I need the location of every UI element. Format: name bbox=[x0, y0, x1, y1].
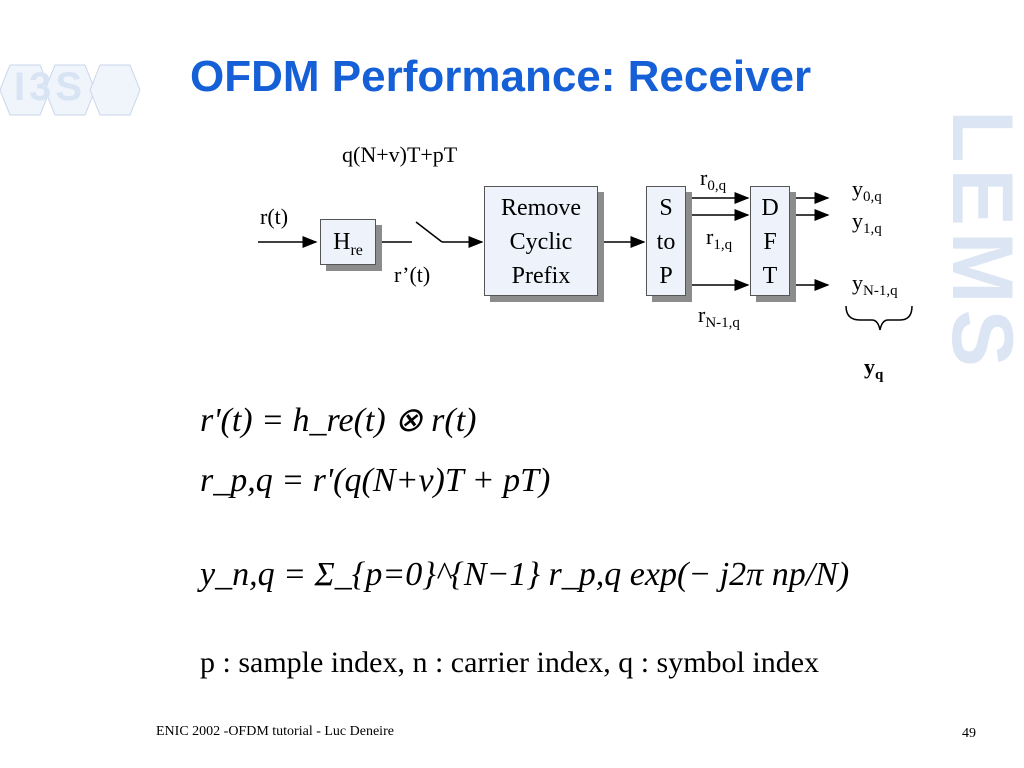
filter-subscript: re bbox=[350, 242, 363, 259]
index-legend: p : sample index, n : carrier index, q :… bbox=[200, 646, 820, 679]
dft-block: D F T bbox=[750, 186, 790, 296]
sample-time-label: q(N+v)T+pT bbox=[342, 142, 458, 167]
i3s-logo: I3S bbox=[0, 60, 160, 120]
rN-label: rN-1,q bbox=[698, 302, 740, 331]
serial-to-parallel-block: S to P bbox=[646, 186, 686, 296]
remove-cp-line-1: Remove bbox=[501, 195, 581, 221]
dft-line-3: T bbox=[762, 263, 778, 289]
equation-3: y_n,q = Σ_{p=0}^{N−1} r_p,q exp(− j2π np… bbox=[200, 556, 850, 593]
equation-1: r'(t) = h_re(t) ⊗ r(t) bbox=[200, 402, 477, 439]
sp-line-3: P bbox=[659, 263, 673, 289]
output-brace bbox=[845, 305, 913, 331]
remove-cp-line-2: Cyclic bbox=[509, 229, 573, 255]
sp-line-1: S bbox=[659, 195, 673, 221]
filtered-signal-label: r’(t) bbox=[394, 262, 431, 287]
filter-label: H bbox=[333, 229, 351, 255]
remove-cyclic-prefix-block: Remove Cyclic Prefix bbox=[484, 186, 598, 296]
yN-label: yN-1,q bbox=[852, 270, 898, 299]
sampler-switch bbox=[415, 221, 443, 243]
footer-left: ENIC 2002 -OFDM tutorial - Luc Deneire bbox=[156, 724, 394, 739]
dft-line-1: D bbox=[761, 195, 779, 221]
sp-line-2: to bbox=[656, 229, 676, 255]
dft-line-2: F bbox=[763, 229, 777, 255]
r1-label: r1,q bbox=[706, 224, 733, 253]
equation-2: r_p,q = r'(q(N+v)T + pT) bbox=[200, 462, 551, 499]
i3s-logo-hexagons bbox=[0, 64, 141, 116]
i3s-logo-text: I3S bbox=[14, 65, 87, 109]
r0-label: r0,q bbox=[700, 165, 727, 194]
remove-cp-line-3: Prefix bbox=[511, 263, 571, 289]
yq-label: yq bbox=[864, 354, 884, 383]
page-number: 49 bbox=[962, 726, 976, 741]
y0-label: y0,q bbox=[852, 176, 882, 205]
slide-title: OFDM Performance: Receiver bbox=[190, 52, 812, 101]
y1-label: y1,q bbox=[852, 208, 882, 237]
input-signal-label: r(t) bbox=[260, 204, 289, 229]
filter-block: Hre bbox=[320, 219, 376, 265]
